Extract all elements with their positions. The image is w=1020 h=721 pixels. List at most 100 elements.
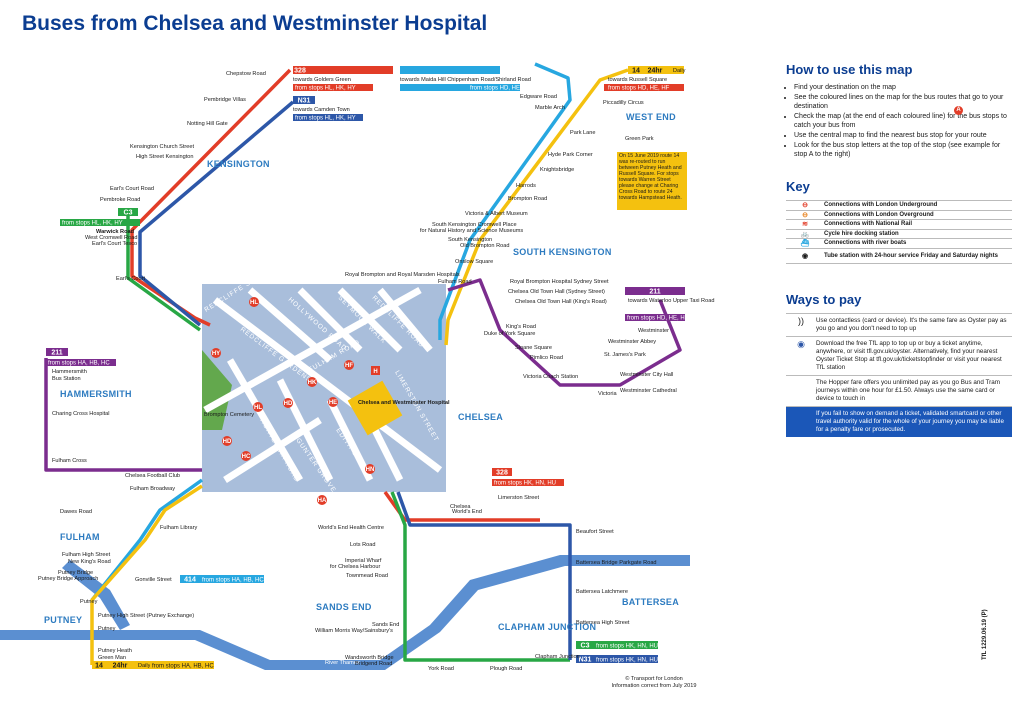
svg-text:New King's Road: New King's Road (68, 559, 111, 565)
pay-hopper: The Hopper fare offers you unlimited pay… (786, 374, 1012, 406)
route-14-note: On 15 June 2019 route 14 was re-routed t… (619, 153, 682, 201)
svg-text:N31: N31 (298, 98, 311, 105)
svg-text:Knightsbridge: Knightsbridge (540, 167, 574, 173)
stop-letter-markers: HL HY HK HF HE HD HL HD HC HN HA (211, 297, 375, 505)
svg-text:Park Lane: Park Lane (570, 130, 596, 136)
route-328-badge: 328 towards Golders Green from stops HL,… (293, 66, 393, 92)
svg-text:Chepstow Road: Chepstow Road (226, 71, 266, 77)
howto-item: Find your destination on the map (794, 83, 1012, 92)
svg-text:towards Maida Hill Chippenham: towards Maida Hill Chippenham Road/Shirl… (400, 77, 531, 83)
howto-item: See the coloured lines on the map for th… (794, 93, 1012, 111)
key-label: Cycle hire docking station (824, 230, 899, 237)
copyright: © Transport for London Information corre… (594, 676, 714, 690)
svg-text:towards Russell Square: towards Russell Square (608, 77, 667, 83)
svg-text:West Cromwell Road: West Cromwell Road (85, 235, 137, 241)
area-clapham-junction: CLAPHAM JUNCTION (498, 622, 596, 632)
route-map: River Thames REDCLIFFE SQUARE REDCLIFFE … (0, 62, 714, 672)
route-14-west (90, 484, 203, 665)
svg-text:N31: N31 (579, 657, 592, 664)
info-date: Information correct from July 2019 (611, 683, 697, 689)
svg-text:World's End: World's End (452, 509, 482, 515)
svg-text:Marble Arch: Marble Arch (535, 105, 565, 111)
svg-text:Pembridge Villas: Pembridge Villas (204, 97, 246, 103)
route-c3-badge: C3 from stops HL, HK, HY (60, 208, 140, 227)
svg-text:HN: HN (366, 467, 375, 473)
svg-text:Hyde Park Corner: Hyde Park Corner (548, 152, 593, 158)
svg-text:Beaufort Street: Beaufort Street (576, 529, 614, 535)
route-211-badge: 211 from stops HA, HB, HC (46, 348, 116, 367)
svg-text:Bridgend Road: Bridgend Road (355, 661, 392, 667)
svg-text:414: 414 (184, 577, 196, 584)
svg-text:Westminster Abbey: Westminster Abbey (608, 339, 656, 345)
svg-text:Battersea Bridge Parkgate Road: Battersea Bridge Parkgate Road (576, 560, 657, 566)
svg-text:14: 14 (632, 68, 640, 75)
route-328b-badge: 328 from stops HK, HN, HU (492, 468, 564, 487)
svg-text:Dawes Road: Dawes Road (60, 509, 92, 515)
svg-text:Fulham Road: Fulham Road (438, 279, 472, 285)
svg-text:Daily: Daily (673, 68, 686, 74)
pay-contactless: ))Use contactless (card or device). It's… (786, 312, 1012, 336)
svg-text:Townmead Road: Townmead Road (346, 573, 388, 579)
svg-text:Sloane Square: Sloane Square (515, 345, 552, 351)
area-south-kensington: SOUTH KENSINGTON (513, 247, 612, 257)
svg-text:Chelsea Old Town Hall (Sydney: Chelsea Old Town Hall (Sydney Street) (508, 289, 605, 295)
hospital-label: Chelsea and Westminster Hospital (358, 400, 450, 406)
area-chelsea: CHELSEA (458, 412, 503, 422)
svg-text:Putney Bridge Approach: Putney Bridge Approach (38, 576, 98, 582)
howto-heading: How to use this map (786, 62, 913, 77)
svg-text:Earl's Court Road: Earl's Court Road (110, 186, 154, 192)
svg-text:HD: HD (223, 439, 232, 445)
svg-text:Fulham Library: Fulham Library (160, 525, 198, 531)
svg-text:Imperial Wharf: Imperial Wharf (345, 558, 382, 564)
svg-text:York Road: York Road (428, 666, 454, 672)
area-west-end: WEST END (626, 112, 676, 122)
svg-text:Chelsea Old Town Hall (King's: Chelsea Old Town Hall (King's Road) (515, 299, 607, 305)
key-heading: Key (786, 179, 810, 194)
svg-text:Westminster: Westminster (638, 328, 669, 334)
svg-text:South Kensington: South Kensington (448, 237, 492, 243)
svg-text:24hr: 24hr (648, 68, 663, 75)
svg-text:for Chelsea Harbour: for Chelsea Harbour (330, 564, 381, 570)
key-label: Connections with London Overground (824, 211, 934, 218)
river-boat-icon: ⛴ (800, 240, 810, 248)
svg-text:South Kensington Cromwell Plac: South Kensington Cromwell Place (432, 222, 517, 228)
svg-text:Clapham Junction: Clapham Junction (535, 654, 580, 660)
svg-text:Putney: Putney (80, 599, 98, 605)
svg-text:Brompton Road: Brompton Road (508, 196, 547, 202)
svg-text:Putney Bridge: Putney Bridge (58, 570, 93, 576)
svg-text:Edgware Road: Edgware Road (520, 94, 557, 100)
svg-text:Victoria & Albert Museum: Victoria & Albert Museum (465, 211, 528, 217)
area-hammersmith: HAMMERSMITH (60, 389, 132, 399)
area-battersea: BATTERSEA (622, 597, 679, 607)
svg-text:Westminster Cathedral: Westminster Cathedral (620, 388, 677, 394)
svg-text:from stops HK, HN, HU: from stops HK, HN, HU (596, 644, 658, 650)
route-c3b-badge: C3 from stops HK, HN, HU (576, 641, 658, 650)
svg-text:World's End Health Centre: World's End Health Centre (318, 525, 384, 531)
svg-text:C3: C3 (124, 210, 133, 217)
area-fulham: FULHAM (60, 532, 100, 542)
area-kensington: KENSINGTON (207, 159, 270, 169)
howto-item: Look for the bus stop letters at the top… (794, 141, 1012, 159)
route-414-badge: 414 towards Maida Hill Chippenham Road/S… (400, 66, 532, 92)
svg-text:from stops HL, HK, HY: from stops HL, HK, HY (295, 86, 356, 92)
key-row: 🚲Cycle hire docking station (786, 228, 1012, 239)
howto-item: Check the map (at the end of each colour… (794, 112, 1012, 130)
svg-text:Battersea High Street: Battersea High Street (576, 620, 630, 626)
svg-text:from stops HK, HN, HU: from stops HK, HN, HU (596, 658, 658, 664)
howto-item: Use the central map to find the nearest … (794, 131, 1012, 140)
svg-text:Putney Heath: Putney Heath (98, 648, 132, 654)
pay-oyster: ◉Download the free TfL app to top up or … (786, 335, 1012, 375)
svg-text:Wandsworth Bridge: Wandsworth Bridge (345, 655, 394, 661)
svg-text:HF: HF (345, 363, 353, 369)
street-lines (203, 286, 443, 483)
svg-text:HK: HK (308, 380, 317, 386)
key-label: Connections with river boats (824, 240, 907, 247)
svg-text:Earl's Court: Earl's Court (116, 276, 145, 282)
svg-text:Battersea Latchmere: Battersea Latchmere (576, 589, 628, 595)
river-thames-west (62, 560, 130, 630)
route-328-south (383, 490, 540, 522)
svg-text:Victoria Coach Station: Victoria Coach Station (523, 374, 578, 380)
svg-text:Victoria: Victoria (598, 391, 617, 397)
svg-text:Westminster City Hall: Westminster City Hall (620, 372, 673, 378)
route-14-line (444, 68, 629, 346)
